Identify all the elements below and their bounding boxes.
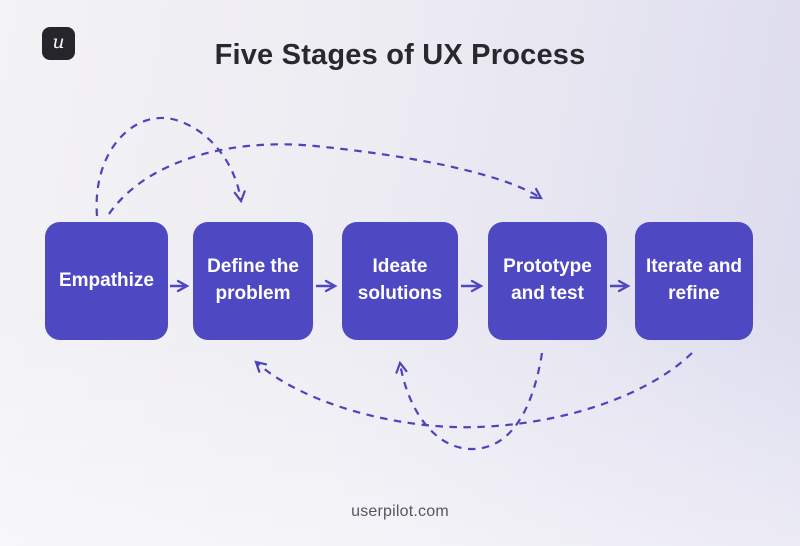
loop-arrow-empathize-to-prototype [108,143,543,215]
stage-box-prototype-and-test: Prototype and test [488,222,607,340]
loop-arrow-iterate-to-define [254,352,693,429]
loop-arrow-prototype-to-ideate [395,352,544,451]
userpilot-logo-icon: u [42,27,75,60]
stage-label-line2: and test [511,283,584,304]
stage-box-iterate-and-refine: Iterate and refine [635,222,753,340]
stage-label-line2: solutions [357,283,443,304]
stage-label: Define the [207,256,299,278]
stage-label-line2: problem [215,283,291,304]
stage-label-line2: refine [668,283,720,304]
loop-arrow-empathize-to-define [95,116,246,217]
website-url: userpilot.com [351,503,449,520]
stage-box-define-the-problem: Define the problem [193,222,313,340]
stage-box-empathize: Empathize [45,222,168,340]
stage-label: Empathize [58,269,155,291]
stage-box-ideate-solutions: Ideate solutions [342,222,458,340]
page-title: Five Stages of UX Process [214,39,586,71]
logo-letter: u [52,31,65,53]
stage-label: Ideate [372,256,428,278]
stage-label: Iterate and [645,256,743,278]
stage-label: Prototype [503,256,592,278]
